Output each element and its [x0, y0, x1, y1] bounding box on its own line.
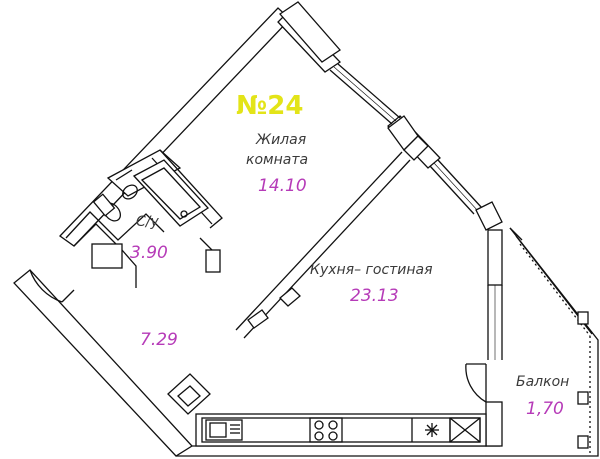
room-name-bedroom-line2: комната: [246, 152, 308, 168]
partition-wall: [235, 151, 411, 339]
entrance-door: [29, 269, 75, 303]
room-name-bedroom-line1: Жилая: [255, 132, 306, 148]
bathroom: [65, 149, 223, 288]
room-area-bedroom: 14.10: [258, 176, 307, 196]
room-area-hall: 7.29: [140, 330, 178, 350]
room-area-bathroom: 3.90: [130, 243, 168, 263]
hall-wall-block: [167, 373, 211, 415]
room-area-kitchen: 23.13: [350, 286, 399, 306]
apartment-number: №24: [236, 91, 303, 121]
balcony-outline: [465, 227, 599, 457]
room-name-bathroom: С/у: [136, 214, 159, 230]
room-name-balcony: Балкон: [516, 374, 569, 390]
room-name-kitchen: Кухня– гостиная: [310, 262, 433, 278]
room-area-balcony: 1,70: [526, 399, 564, 419]
kitchen-counter: [195, 413, 487, 447]
window-frames: [279, 1, 429, 161]
